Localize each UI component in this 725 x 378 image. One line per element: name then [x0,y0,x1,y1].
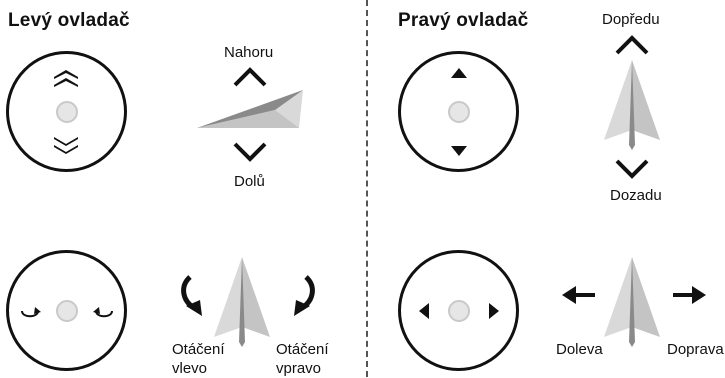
rotate-left-arrow-icon [181,275,202,316]
rotate-ccw-icon [21,307,41,318]
chevron-down-icon [615,159,649,179]
left-joystick-yaw [6,250,127,371]
paper-plane-icon [604,60,660,150]
rotate-cw-icon [93,307,113,318]
left-controller-title: Levý ovladač [8,10,130,31]
paper-plane-icon [604,257,660,347]
triangle-right-icon [489,303,499,319]
label-right: Doprava [667,341,724,358]
arrow-left-icon [562,286,595,304]
joystick-center [447,299,470,322]
right-joystick-pitch [398,51,519,172]
paper-plane-side-icon [197,90,303,128]
left-joystick-throttle [6,51,127,172]
right-joystick-roll [398,250,519,371]
right-controller-title: Pravý ovladač [398,10,529,31]
arrow-right-icon [673,286,706,304]
label-backward: Dozadu [610,187,662,204]
label-down: Dolů [234,173,265,190]
joystick-center [55,299,78,322]
triangle-down-icon [451,146,467,156]
label-rotate-right: Otáčení vpravo [276,341,329,377]
triangle-left-icon [419,303,429,319]
panel-divider [366,0,368,377]
chevron-up-icon [615,35,649,55]
triangle-up-icon [451,68,467,78]
rotate-right-arrow-icon [294,275,315,316]
label-left: Doleva [556,341,603,358]
chevron-down-icon [233,142,267,162]
chevron-up-icon [233,67,267,87]
label-rotate-left: Otáčení vlevo [172,341,225,377]
joystick-center [55,100,78,123]
joystick-center [447,100,470,123]
label-forward: Dopředu [602,11,660,28]
double-chevron-up-icon [54,70,78,87]
paper-plane-icon [214,257,270,347]
label-up: Nahoru [224,44,274,61]
double-chevron-down-icon [54,137,78,154]
